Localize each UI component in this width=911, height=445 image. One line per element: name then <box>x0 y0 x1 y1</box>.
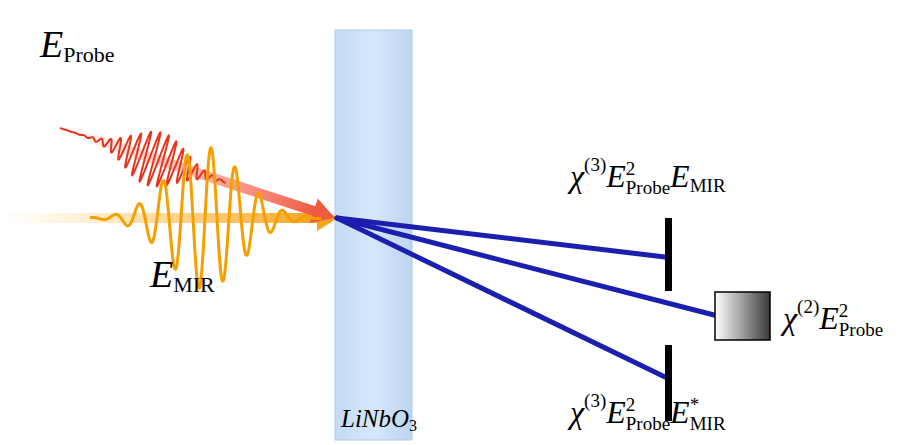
symbol: LiNbO <box>341 406 409 431</box>
superscript: 2 <box>626 395 636 414</box>
signal-label: χ(3)E2ProbeEMIR <box>570 157 726 195</box>
crystal-label: LiNbO3 <box>341 403 417 433</box>
script-stack: 2Probe <box>626 159 670 197</box>
symbol: E <box>150 255 173 293</box>
superscript: (3) <box>584 391 606 410</box>
symbol: χ <box>783 302 797 334</box>
subscript: 3 <box>409 418 417 434</box>
output-beam <box>337 218 665 257</box>
symbol: E <box>670 160 690 192</box>
output-beams <box>337 218 714 377</box>
symbol: E <box>40 25 63 63</box>
background-label: χ(2)E2Probe <box>783 299 883 337</box>
symbol: E <box>606 160 626 192</box>
script-stack: 2Probe <box>839 301 883 339</box>
subscript: Probe <box>839 320 883 339</box>
mir-pulse <box>90 148 321 288</box>
beam-block <box>665 218 672 291</box>
subscript: Probe <box>626 414 670 433</box>
signal-label: χ(3)E2ProbeE*MIR <box>570 393 726 431</box>
symbol: χ <box>570 160 584 192</box>
probe-field-label: EProbe <box>40 21 115 67</box>
subscript: Probe <box>63 44 114 66</box>
symbol: E <box>670 396 690 428</box>
superscript: 2 <box>839 301 849 320</box>
probe-beam <box>51 102 343 244</box>
superscript: (3) <box>584 155 606 174</box>
output-beam <box>337 218 665 377</box>
subscript: Probe <box>626 178 670 197</box>
script-stack: 2Probe <box>626 395 670 433</box>
output-beam <box>337 218 714 315</box>
detector <box>715 292 770 340</box>
symbol: E <box>606 396 626 428</box>
subscript: MIR <box>690 414 726 433</box>
subscript: MIR <box>690 176 726 195</box>
script-stack: *MIR <box>690 395 726 433</box>
mir-beam-body <box>0 213 318 223</box>
probe-arrowhead <box>310 199 339 231</box>
symbol: E <box>819 302 839 334</box>
subscript: MIR <box>173 274 215 296</box>
mir-field-label: EMIR <box>150 251 215 297</box>
superscript: * <box>690 395 700 414</box>
superscript: (2) <box>797 297 819 316</box>
symbol: χ <box>570 396 584 428</box>
superscript: 2 <box>626 159 636 178</box>
